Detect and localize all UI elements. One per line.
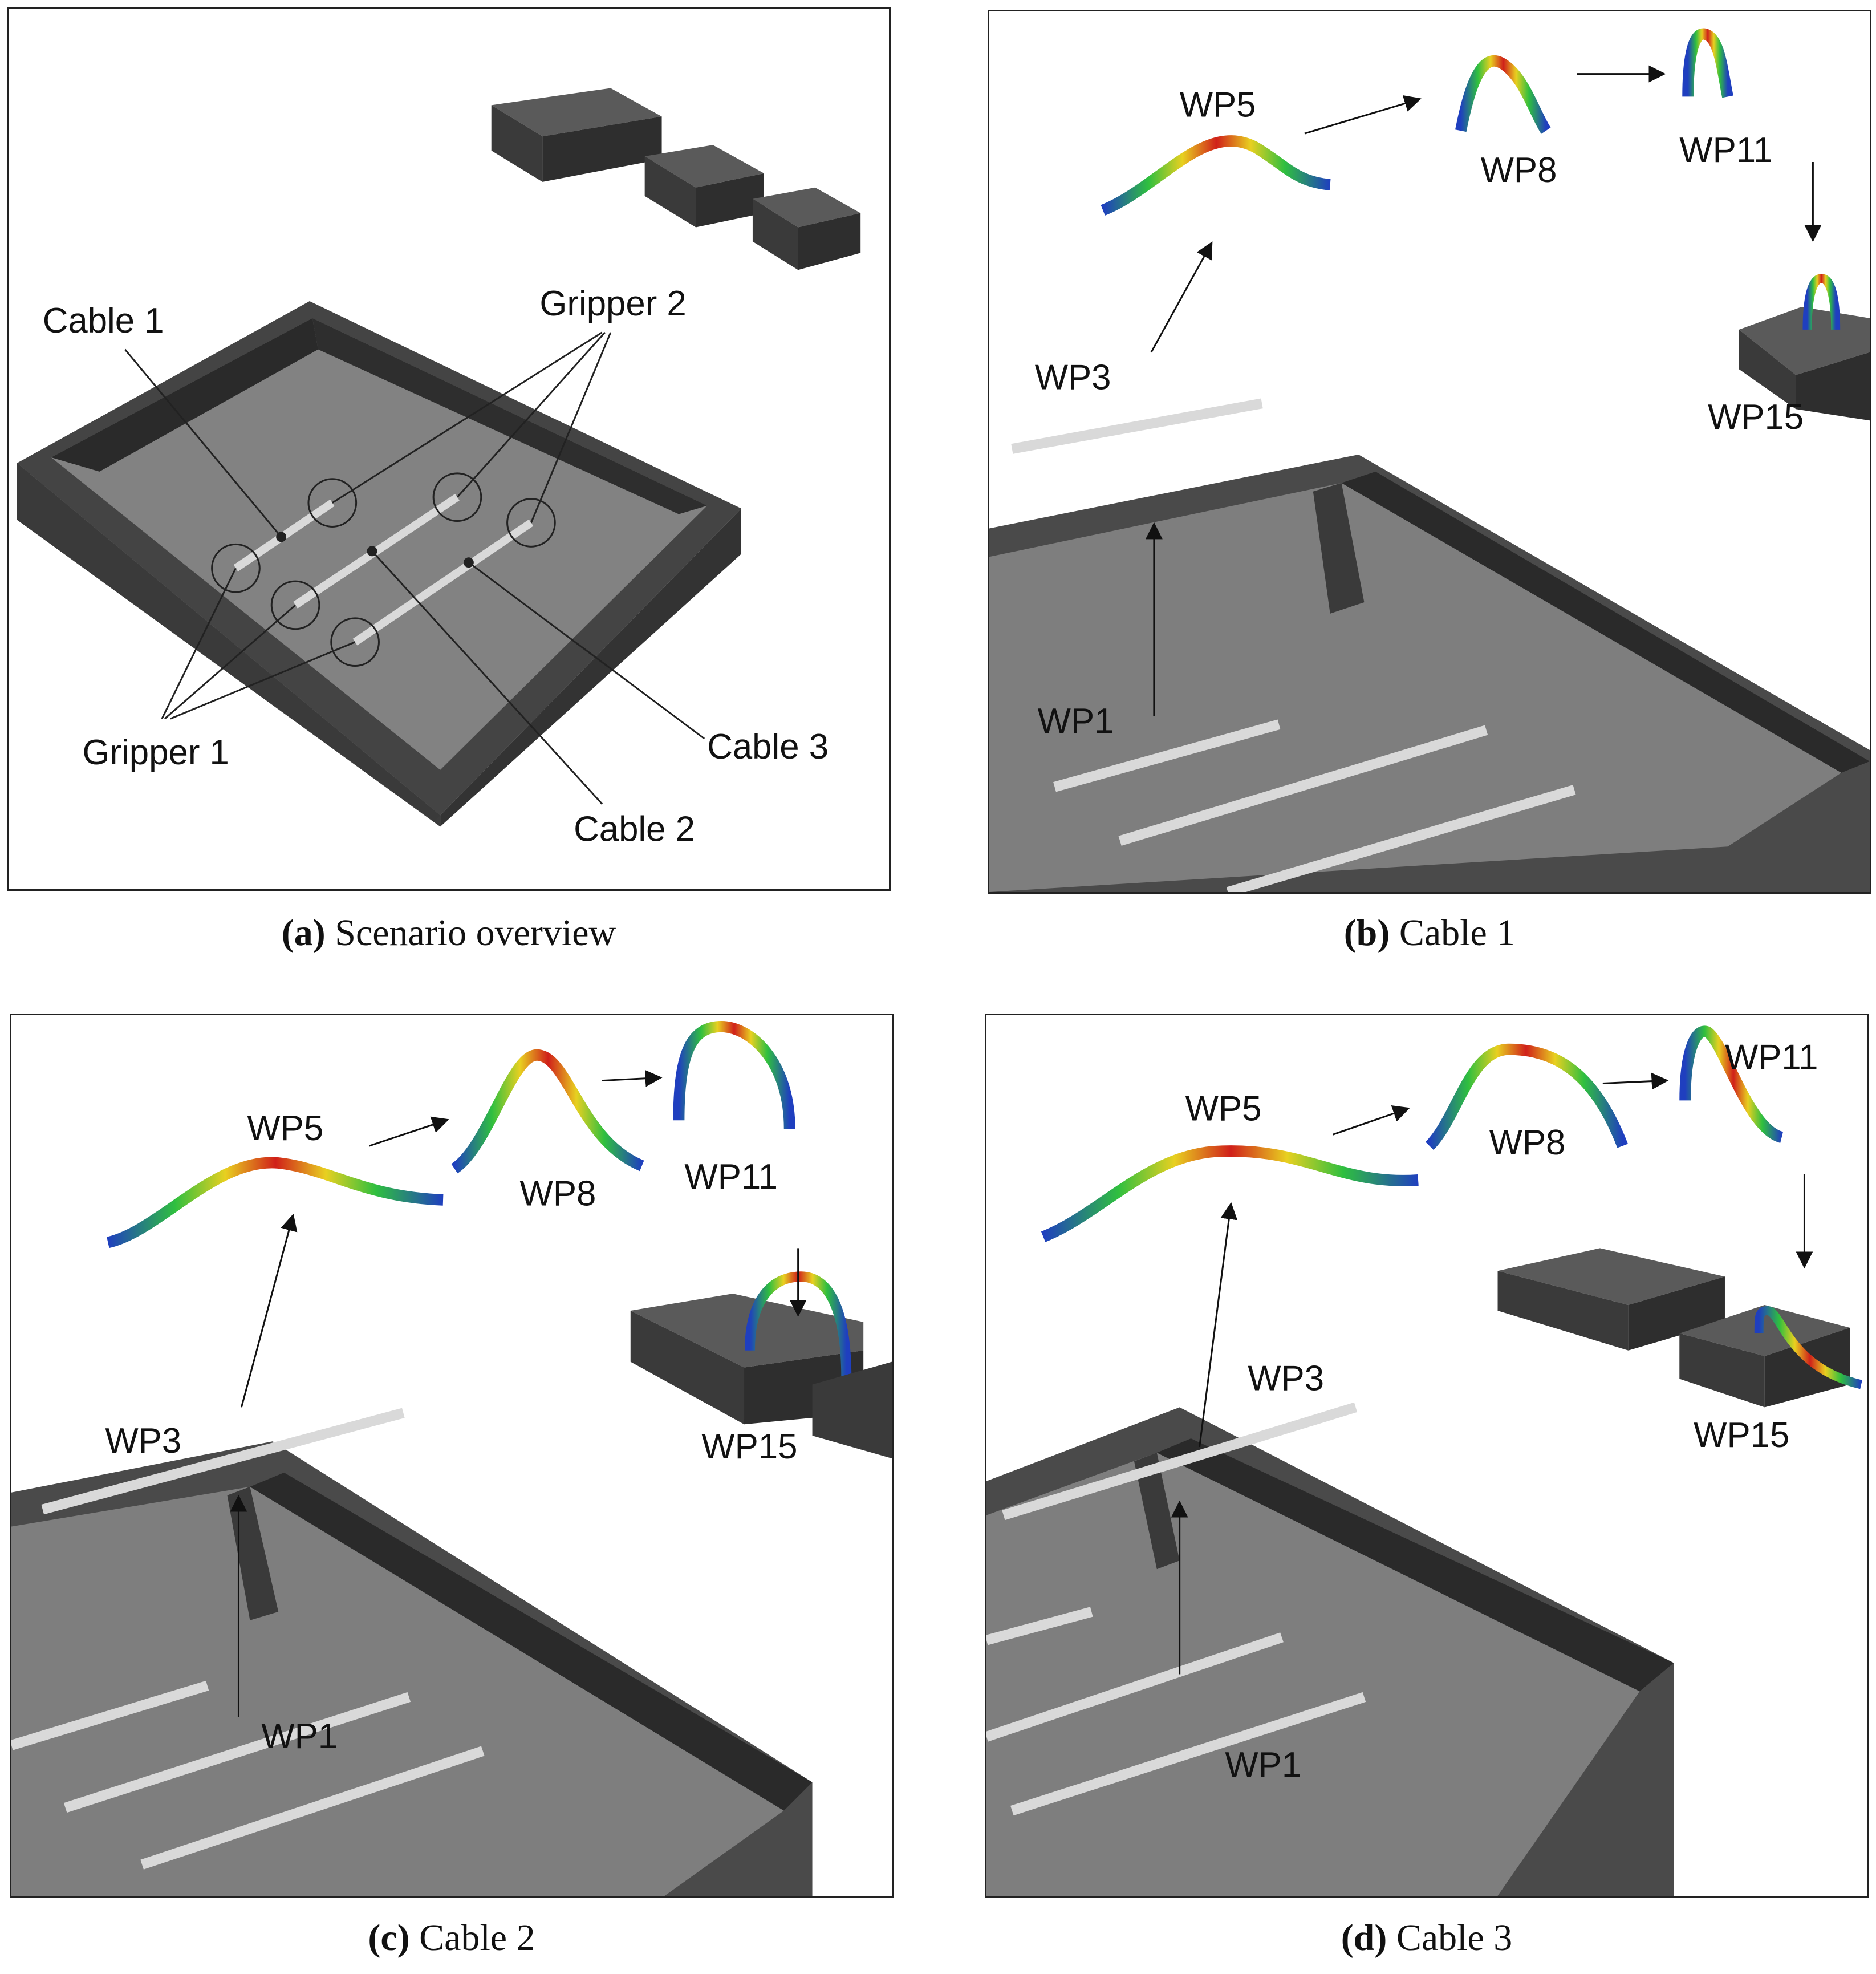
leader-lines <box>124 331 705 805</box>
wp8-cable <box>1425 1043 1628 1150</box>
label-wp3: WP3 <box>105 1421 181 1461</box>
cable-1-trajectory-figure: WP1 WP3 WP5 WP8 WP11 WP15 <box>989 28 1870 892</box>
label-gripper-2: Gripper 2 <box>539 284 686 323</box>
tray-cables <box>1053 719 1576 892</box>
caption-a: (a) Scenario overview <box>7 911 891 955</box>
caption-b-text: Cable 1 <box>1399 912 1516 954</box>
caption-c: (c) Cable 2 <box>10 1916 894 1960</box>
caption-b-letter: (b) <box>1343 912 1390 954</box>
cable-tray <box>986 1407 1674 1896</box>
label-wp15: WP15 <box>701 1427 797 1466</box>
label-wp15: WP15 <box>1708 398 1804 437</box>
trajectory-arrows <box>1171 1072 1813 1675</box>
label-wp8: WP8 <box>1481 151 1557 190</box>
wp8-cable <box>1455 55 1551 134</box>
connector-block-2 <box>1679 1305 1862 1408</box>
label-gripper-1: Gripper 1 <box>82 733 229 772</box>
label-wp5: WP5 <box>247 1109 323 1148</box>
cable-3-trajectory-figure: WP1 WP3 WP5 WP8 WP11 WP15 <box>986 1025 1862 1896</box>
trajectory-arrows <box>230 1069 807 1717</box>
panel-cable-1: WP1 WP3 WP5 WP8 WP11 WP15 <box>988 10 1871 894</box>
cable-tray <box>989 454 1870 892</box>
wp3-cable <box>41 1408 405 1515</box>
caption-d-letter: (d) <box>1341 1917 1387 1959</box>
panel-cable-3: WP1 WP3 WP5 WP8 WP11 WP15 <box>985 1014 1869 1898</box>
wp11-cable <box>1679 1025 1784 1143</box>
label-wp8: WP8 <box>1489 1123 1566 1162</box>
wp5-cable <box>106 1157 444 1249</box>
caption-c-letter: (c) <box>368 1917 410 1959</box>
connector-block-2 <box>644 145 764 228</box>
caption-d-text: Cable 3 <box>1396 1917 1513 1959</box>
caption-b: (b) Cable 1 <box>988 911 1871 955</box>
label-wp3: WP3 <box>1035 358 1111 397</box>
label-cable-2: Cable 2 <box>574 809 695 849</box>
connector-block-1 <box>491 88 662 182</box>
label-cable-1: Cable 1 <box>43 301 164 341</box>
cable-2-trajectory-figure: WP1 WP3 WP5 WP8 WP11 WP15 <box>11 1020 892 1896</box>
caption-a-text: Scenario overview <box>335 912 616 954</box>
label-cable-3: Cable 3 <box>707 727 829 767</box>
label-wp5: WP5 <box>1185 1089 1262 1128</box>
label-wp1: WP1 <box>261 1717 338 1756</box>
label-wp5: WP5 <box>1180 85 1256 124</box>
label-wp1: WP1 <box>1038 702 1114 741</box>
label-wp15: WP15 <box>1694 1416 1789 1455</box>
tray-cables <box>11 1680 485 1870</box>
gripper-markers <box>211 472 556 667</box>
label-wp11: WP11 <box>684 1157 778 1197</box>
wp3-cable <box>1002 1402 1358 1521</box>
connector-block-3 <box>752 187 861 270</box>
wp5-cable <box>1101 135 1331 216</box>
tray-cables <box>986 1607 1366 1816</box>
scenario-overview-figure: Cable 1 Gripper 2 Gripper 1 Cable 3 Cabl… <box>17 88 861 849</box>
label-wp11: WP11 <box>1725 1038 1818 1077</box>
caption-d: (d) Cable 3 <box>985 1916 1869 1960</box>
caption-c-text: Cable 2 <box>419 1917 535 1959</box>
connector-block <box>1739 274 1870 421</box>
connector-block-1 <box>1497 1248 1725 1351</box>
wp11-cable <box>1682 28 1733 98</box>
label-wp3: WP3 <box>1248 1359 1324 1398</box>
trajectory-arrows <box>1145 65 1822 716</box>
label-wp8: WP8 <box>520 1174 596 1214</box>
wp11-cable <box>673 1020 795 1129</box>
label-wp11: WP11 <box>1679 131 1773 170</box>
wp8-cable <box>450 1049 644 1174</box>
panel-scenario-overview: Cable 1 Gripper 2 Gripper 1 Cable 3 Cabl… <box>7 7 891 891</box>
caption-a-letter: (a) <box>281 912 326 954</box>
label-wp1: WP1 <box>1225 1745 1301 1785</box>
wp3-cable <box>1011 398 1263 454</box>
panel-cable-2: WP1 WP3 WP5 WP8 WP11 WP15 <box>10 1014 894 1898</box>
wp5-cable <box>1041 1145 1419 1242</box>
cable-tray <box>11 1441 813 1896</box>
